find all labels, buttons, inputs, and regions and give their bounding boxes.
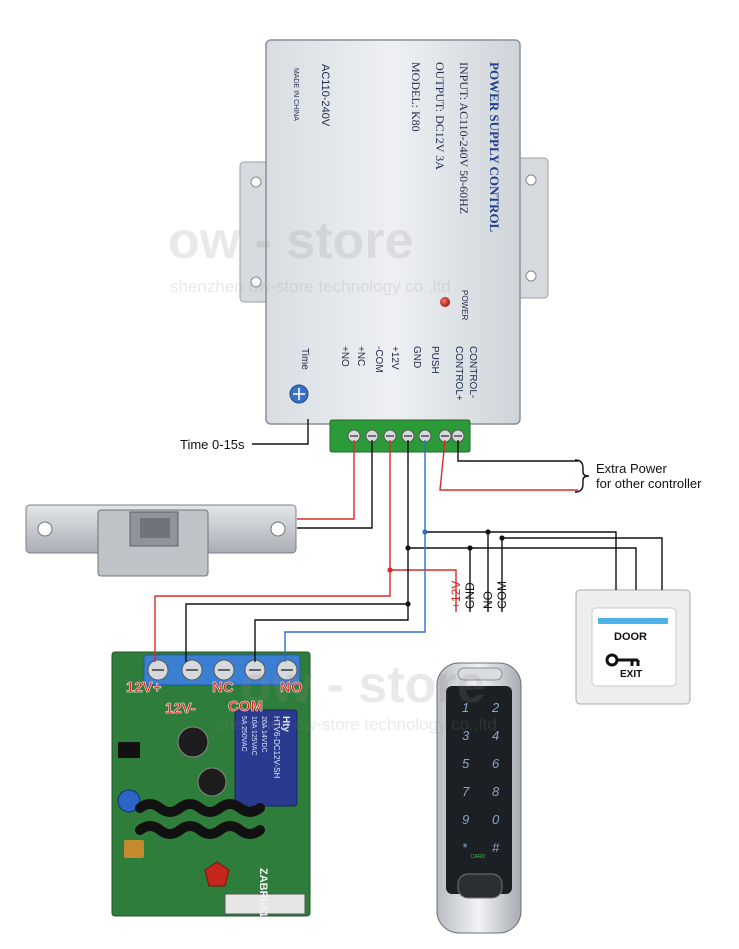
psu-title: POWER SUPPLY CONTROL bbox=[487, 62, 502, 233]
relay-brand: Hty bbox=[280, 716, 291, 733]
psu-time-label: Time bbox=[299, 348, 310, 370]
relay-term-com: COM bbox=[228, 698, 263, 715]
bus-12v-red bbox=[389, 440, 457, 612]
psu-terminal-label: CONTROL+ bbox=[453, 346, 464, 401]
psu-input: INPUT: AC110-240V 50-60HZ bbox=[457, 62, 471, 214]
capacitor bbox=[177, 726, 209, 758]
exit-button-line2: EXIT bbox=[620, 669, 642, 680]
exit-gnd-black bbox=[470, 547, 637, 590]
relay-rating-1: 20A 14VDC bbox=[260, 716, 267, 753]
relay-term-12v-minus: 12V- bbox=[165, 700, 196, 717]
keypad-key[interactable]: 3 bbox=[462, 728, 470, 743]
psu-power-led-label: POWER bbox=[460, 290, 469, 320]
time-leader-line bbox=[252, 419, 309, 445]
keypad-wire-label-no: NO bbox=[481, 591, 495, 609]
psu-output: OUTPUT: DC12V 3A bbox=[433, 62, 447, 170]
pcb-text: ZABRI-01 bbox=[257, 868, 269, 918]
time-range-label: Time 0-15s bbox=[180, 437, 245, 452]
relay-12v-red bbox=[154, 570, 391, 662]
strike-wire-red bbox=[297, 440, 355, 520]
antenna-coil bbox=[135, 799, 265, 817]
keypad-key[interactable]: 6 bbox=[492, 756, 500, 771]
push-to-exit bbox=[488, 531, 617, 590]
relay-model: HTV6-DC12V-SH bbox=[272, 716, 281, 778]
extra-power-wire-red bbox=[439, 439, 578, 491]
watermark: ow - store shenzhen ow-store technology … bbox=[168, 212, 497, 734]
keypad-card-label: CARD bbox=[471, 854, 486, 860]
keypad-key[interactable]: 7 bbox=[462, 784, 470, 799]
psu-terminal-label: CONTROL- bbox=[467, 346, 478, 398]
keypad-key[interactable]: 4 bbox=[492, 728, 499, 743]
keypad-wire-label-gnd: GND bbox=[463, 582, 477, 609]
extra-power-label-line2: for other controller bbox=[596, 476, 702, 491]
trim-pot bbox=[117, 789, 141, 813]
keypad-wire-label-com: COM bbox=[495, 581, 509, 609]
watermark-company: shenzhen ow-store technology co.,ltd bbox=[170, 277, 451, 296]
psu-terminal-label: GND bbox=[411, 346, 422, 368]
wiring bbox=[154, 419, 663, 662]
jumper bbox=[118, 742, 140, 758]
keypad-key[interactable]: 1 bbox=[462, 700, 469, 715]
access-keypad: 1 2 3 4 5 6 7 8 9 0 * # bbox=[436, 662, 522, 934]
keypad-key[interactable]: 8 bbox=[492, 784, 500, 799]
psu-ac-label: AC110-240V bbox=[319, 64, 331, 127]
power-supply-unit bbox=[239, 39, 549, 425]
psu-terminal-label: +NO bbox=[339, 346, 350, 367]
keypad-key[interactable]: # bbox=[492, 840, 500, 855]
push-wire-blue bbox=[284, 440, 426, 662]
receiver-led bbox=[204, 861, 230, 887]
psu-terminal-label: +NC bbox=[355, 346, 366, 366]
relay-rating-3: 5A 250VAC bbox=[240, 716, 247, 752]
psu-made-in: MADE IN CHINA bbox=[292, 68, 299, 121]
power-led bbox=[440, 297, 450, 307]
psu-terminal-label: PUSH bbox=[429, 346, 440, 374]
extra-power-label: Extra Power bbox=[596, 461, 667, 476]
keypad-wire-label-12v: +12V bbox=[449, 581, 463, 609]
keypad-key[interactable]: * bbox=[462, 840, 468, 855]
watermark-brand: ow - store bbox=[168, 212, 414, 270]
strike-wire-black bbox=[297, 440, 373, 529]
com-wire bbox=[254, 604, 409, 662]
keypad-key[interactable]: 9 bbox=[462, 812, 469, 827]
electric-door-strike bbox=[25, 504, 297, 577]
psu-terminal-label: +12V bbox=[389, 346, 400, 370]
psu-model: MODEL: K80 bbox=[409, 62, 423, 132]
wireless-relay-board bbox=[111, 651, 311, 917]
keypad-key[interactable]: 0 bbox=[492, 812, 500, 827]
relay-rating-2: 10A 125VAC bbox=[250, 716, 257, 756]
door-exit-button[interactable] bbox=[575, 589, 691, 705]
exit-button-line1: DOOR bbox=[614, 631, 647, 643]
bus-gnd-black bbox=[407, 440, 471, 612]
keypad-key[interactable]: 2 bbox=[491, 700, 500, 715]
watermark-company-lower: shenzhen ow-store technology co.,ltd bbox=[216, 715, 497, 734]
relay bbox=[234, 709, 298, 807]
watermark-brand-lower: ow - store bbox=[240, 656, 486, 714]
key-icon bbox=[616, 658, 640, 666]
relay-term-nc: NC bbox=[212, 679, 234, 696]
extra-power-wire-black bbox=[457, 440, 578, 462]
relay-gnd-black bbox=[185, 548, 409, 662]
relay-term-12v-plus: 12V+ bbox=[126, 679, 162, 696]
relay-term-no: NO bbox=[280, 679, 303, 696]
keypad-key[interactable]: 5 bbox=[462, 756, 470, 771]
psu-terminal-block bbox=[329, 419, 471, 453]
psu-terminal-label: -COM bbox=[373, 346, 384, 373]
